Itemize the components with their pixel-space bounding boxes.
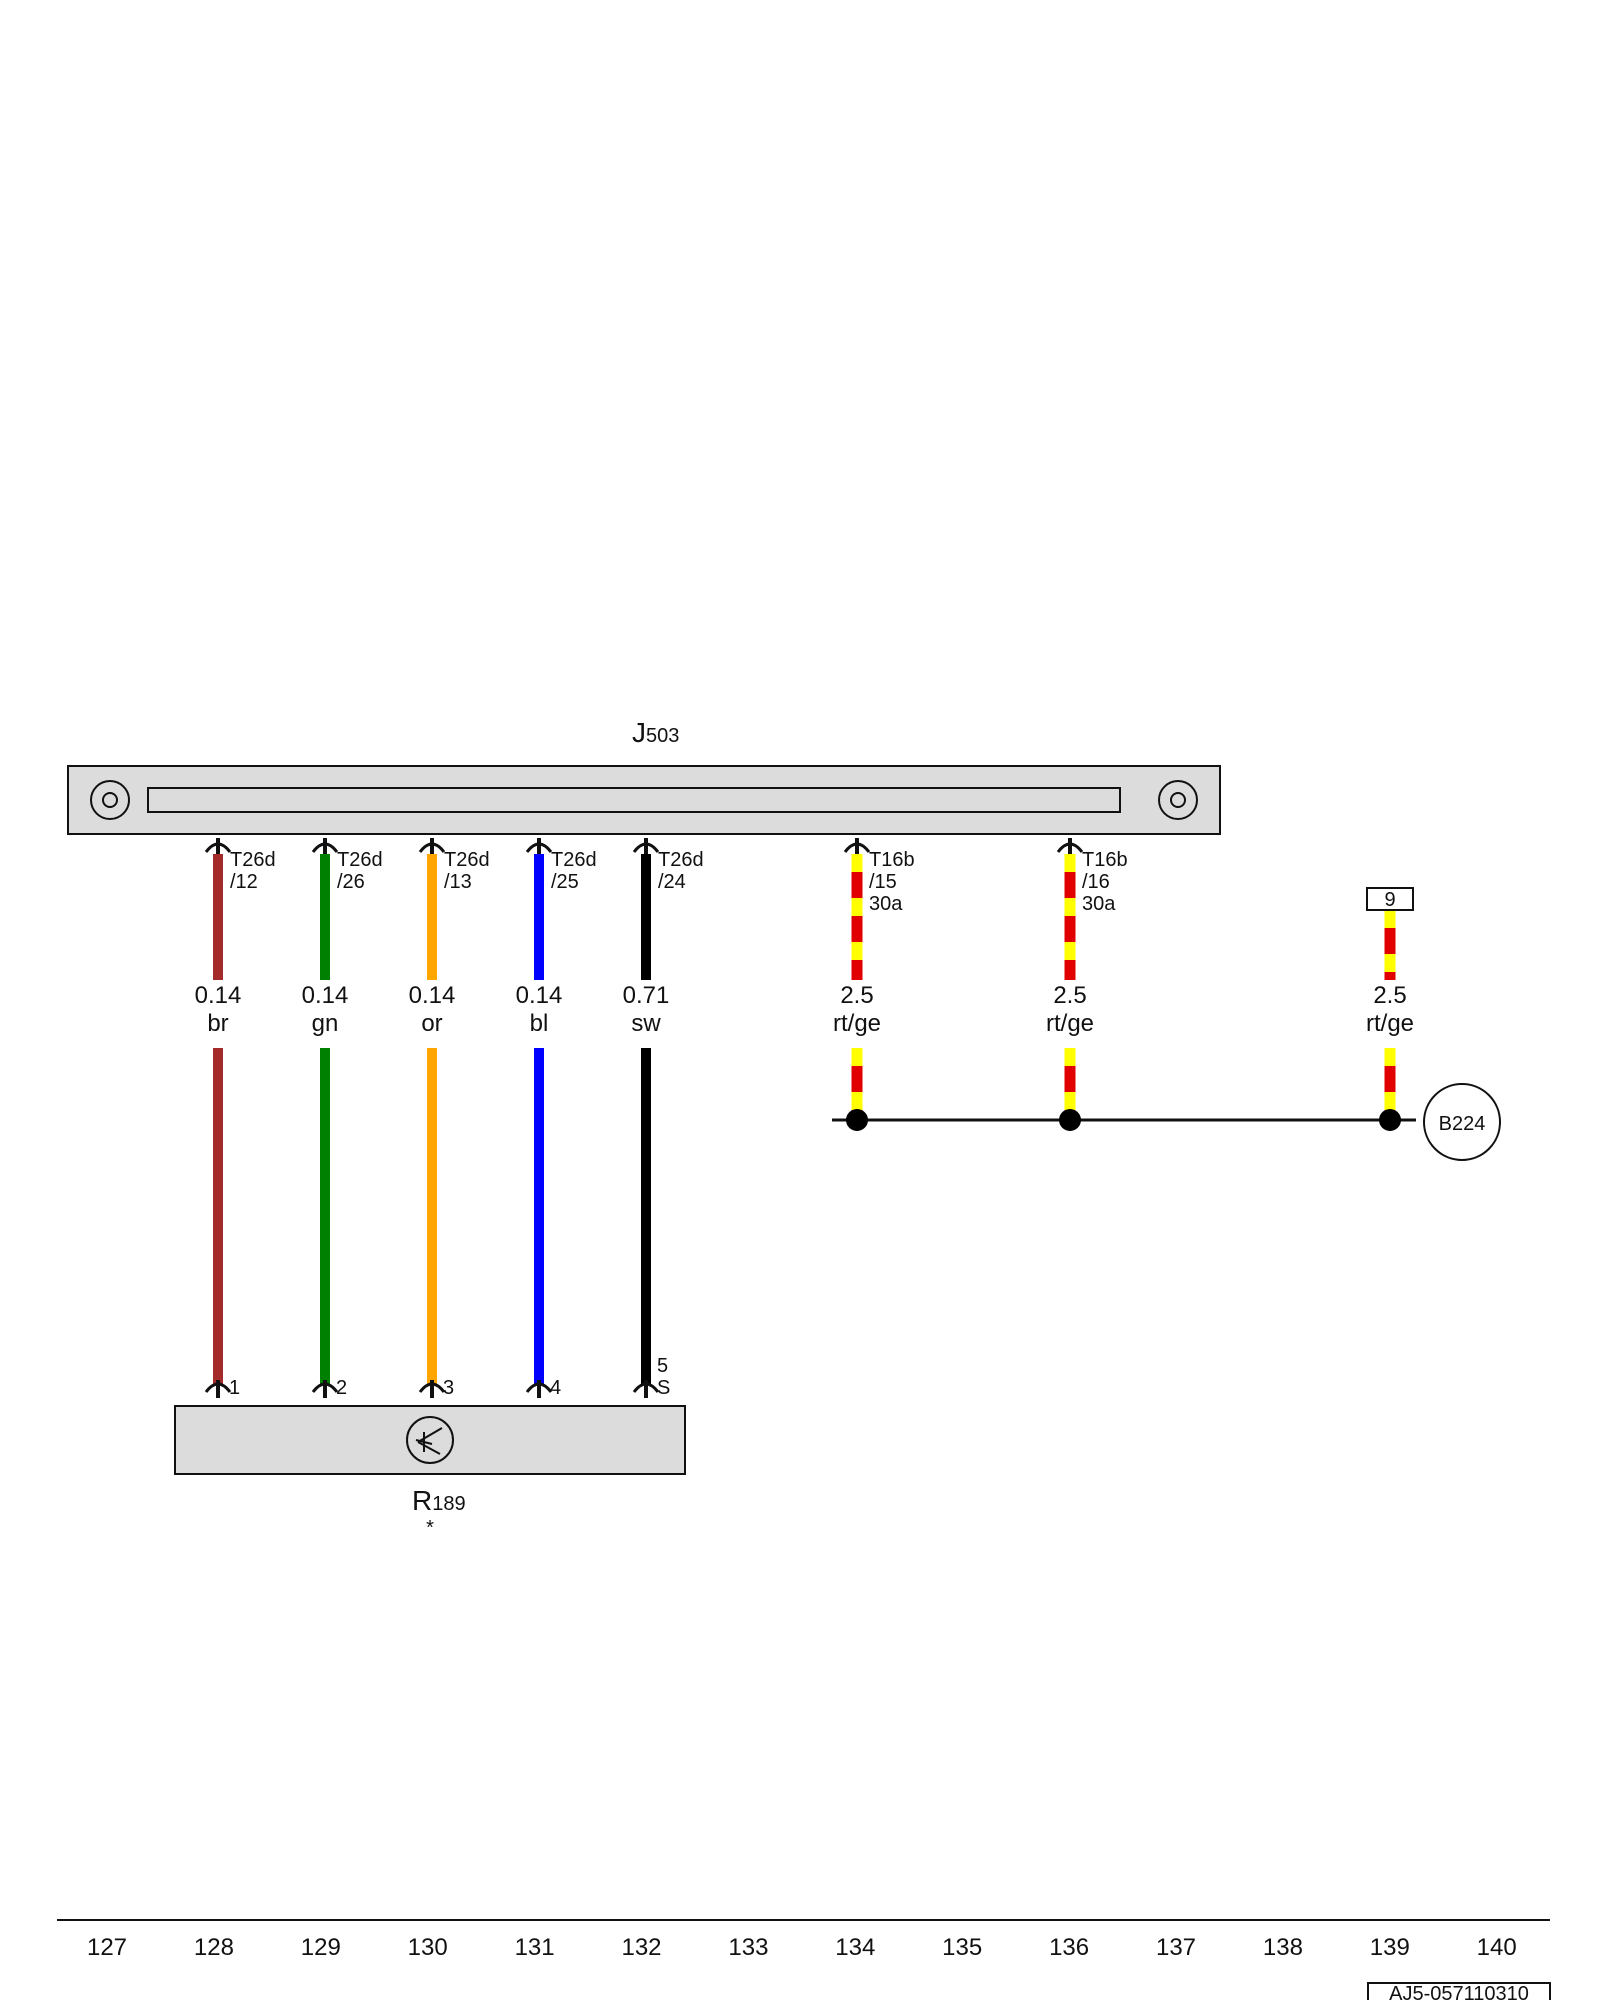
pin-icon — [632, 838, 660, 854]
r189-unit — [174, 1405, 686, 1475]
connector-label: T16b — [1082, 849, 1128, 871]
ruler-number: 135 — [942, 1934, 982, 1961]
ruler-number: 128 — [194, 1934, 234, 1961]
r189-pin-label: S — [657, 1377, 670, 1399]
wire-size: 2.5 — [1373, 982, 1406, 1009]
ruler-number: 138 — [1263, 1934, 1303, 1961]
ruler-number: 129 — [301, 1934, 341, 1961]
pin-icon — [525, 838, 553, 854]
connector-label: T16b — [869, 849, 915, 871]
ruler-number: 132 — [621, 1934, 661, 1961]
wire-size: 0.14 — [516, 982, 563, 1009]
r189-pin-label: 1 — [229, 1377, 240, 1399]
connector-label: T26d — [444, 849, 490, 871]
wire-color-code: br — [207, 1010, 228, 1037]
b224-label: B224 — [1439, 1113, 1486, 1135]
connector-label: T26d — [551, 849, 597, 871]
wire-size: 0.14 — [409, 982, 456, 1009]
pin-icon — [311, 838, 339, 854]
j503-label: J503 — [632, 717, 679, 748]
wire-size: 2.5 — [840, 982, 873, 1009]
pin-icon — [204, 838, 232, 854]
pin-label: /16 — [1082, 871, 1110, 893]
ruler-number: 133 — [728, 1934, 768, 1961]
b224-component: B224 — [1423, 1083, 1501, 1161]
wire-color-code: sw — [631, 1010, 661, 1037]
pin-label: /13 — [444, 871, 472, 893]
junction-dot — [1059, 1109, 1081, 1131]
label-layer: T26d/120.14br1T26d/260.14gn2T26d/130.14o… — [195, 849, 1414, 1399]
ruler: 127 128 129 130 131 132 133 134 135 136 137 138 139 1… — [87, 1934, 1517, 1961]
wire-size: 0.14 — [195, 982, 242, 1009]
ruler-number: 127 — [87, 1934, 127, 1961]
wire-color-code: bl — [530, 1010, 549, 1037]
terminal-label: 30a — [869, 893, 903, 915]
connector-label: T26d — [230, 849, 276, 871]
ruler-number: 130 — [408, 1934, 448, 1961]
mount-hole-left-icon — [90, 780, 130, 820]
mount-hole-right-icon — [1158, 780, 1198, 820]
r189-pin-label: 2 — [336, 1377, 347, 1399]
wire-color-code: rt/ge — [1366, 1010, 1414, 1037]
sensor-icon — [406, 1416, 454, 1464]
pin-icon — [632, 1380, 660, 1398]
ruler-number: 136 — [1049, 1934, 1089, 1961]
wire-size: 0.14 — [302, 982, 349, 1009]
connector-label: T26d — [337, 849, 383, 871]
wire-color-code: rt/ge — [1046, 1010, 1094, 1037]
ruler-number: 139 — [1370, 1934, 1410, 1961]
pin-icon — [843, 838, 871, 854]
wire-color-code: rt/ge — [833, 1010, 881, 1037]
junction-dot — [1379, 1109, 1401, 1131]
ruler-number: 137 — [1156, 1934, 1196, 1961]
wire-size: 0.71 — [623, 982, 670, 1009]
r189-note: * — [426, 1517, 434, 1539]
r189-pin-extra: 5 — [657, 1355, 668, 1377]
r189-pin-label: 4 — [550, 1377, 561, 1399]
wire-layer — [204, 838, 1396, 1398]
pin-label: /26 — [337, 871, 365, 893]
pin-icon — [418, 838, 446, 854]
pin-icon — [1056, 838, 1084, 854]
pin-icon — [311, 1380, 339, 1398]
wire-size: 2.5 — [1053, 982, 1086, 1009]
ruler-number: 131 — [515, 1934, 555, 1961]
connector-label: T26d — [658, 849, 704, 871]
pin-label: /24 — [658, 871, 686, 893]
r189-pin-label: 3 — [443, 1377, 454, 1399]
pin-icon — [204, 1380, 232, 1398]
terminal-label: 30a — [1082, 893, 1116, 915]
ruler-number: 140 — [1477, 1934, 1517, 1961]
pin-label: /25 — [551, 871, 579, 893]
marker-9-label: 9 — [1384, 889, 1395, 911]
pin-label: /12 — [230, 871, 258, 893]
wire-color-code: gn — [312, 1010, 339, 1037]
marker-9: 9 — [1366, 887, 1414, 911]
ruler-number: 134 — [835, 1934, 875, 1961]
doc-id: AJ5-057110310 — [1389, 1983, 1529, 2000]
pin-icon — [525, 1380, 553, 1398]
doc-id-box: AJ5-057110310 — [1367, 1982, 1551, 2000]
pin-icon — [418, 1380, 446, 1398]
j503-unit — [67, 765, 1221, 835]
pin-label: /15 — [869, 871, 897, 893]
r189-label: R189 — [412, 1485, 466, 1516]
junction-dot — [846, 1109, 868, 1131]
wire-color-code: or — [421, 1010, 442, 1037]
